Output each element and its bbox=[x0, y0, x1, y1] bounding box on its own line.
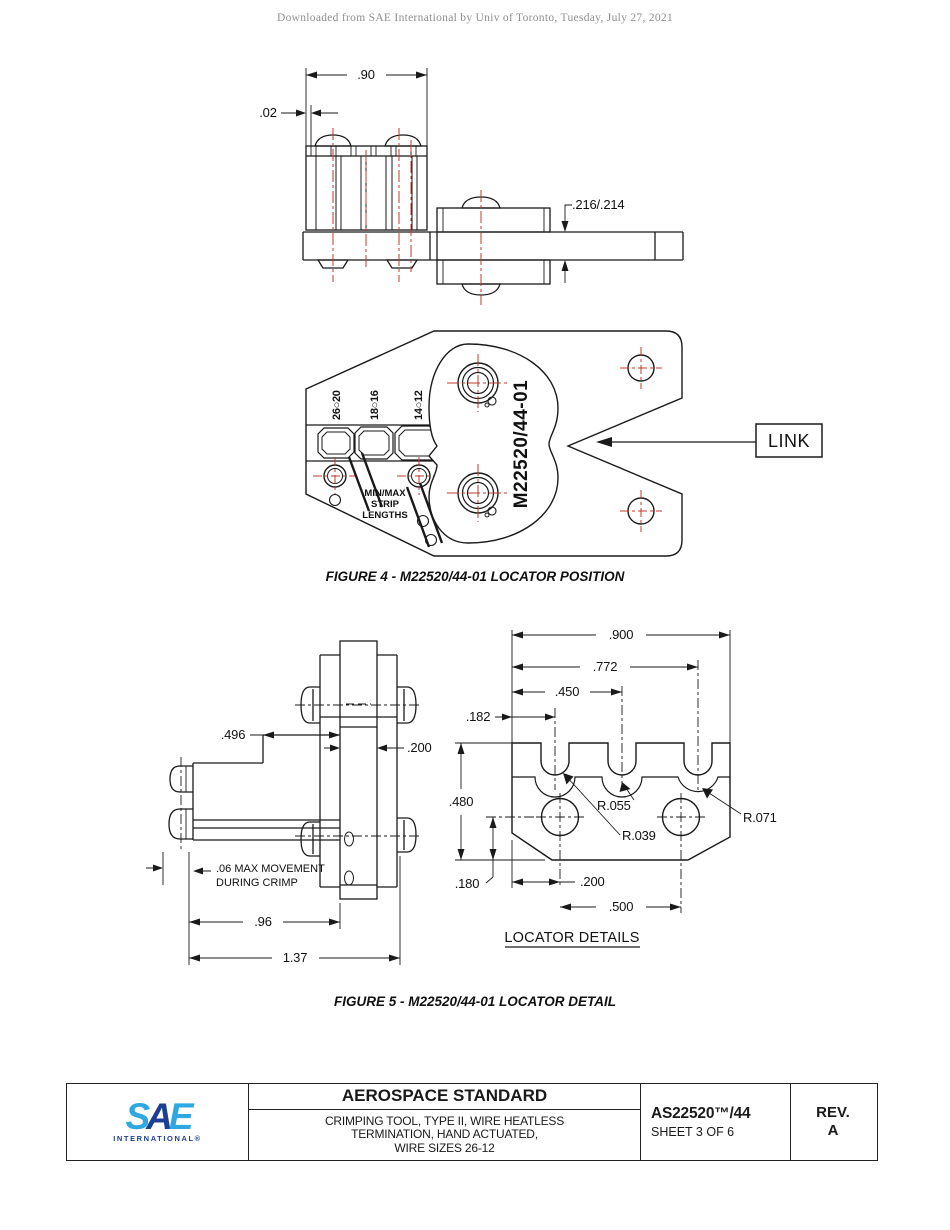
movement-note-line1: .06 MAX MOVEMENT bbox=[216, 863, 325, 875]
part-number-label: M22520/44-01 bbox=[511, 380, 532, 509]
figure4-caption: FIGURE 4 - M22520/44-01 LOCATOR POSITION bbox=[325, 569, 625, 584]
dim-137-label: 1.37 bbox=[283, 950, 308, 965]
figure5-caption: FIGURE 5 - M22520/44-01 LOCATOR DETAIL bbox=[333, 994, 617, 1009]
sae-logo-letter-a: A bbox=[146, 1095, 173, 1137]
sheet-number: SHEET 3 OF 6 bbox=[651, 1125, 735, 1139]
centerlines-red bbox=[332, 128, 482, 305]
document-number-cell: AS22520™/44 SHEET 3 OF 6 bbox=[640, 1084, 790, 1160]
subtitle-line2: TERMINATION, HAND ACTUATED, bbox=[351, 1127, 538, 1142]
die-label-26-20: 26○20 bbox=[331, 390, 343, 420]
document-number: AS22520™/44 bbox=[651, 1105, 751, 1122]
subtitle-line3: WIRE SIZES 26-12 bbox=[394, 1140, 495, 1155]
dim-96-label: .96 bbox=[254, 914, 271, 929]
die-label-14-12: 14○12 bbox=[413, 390, 425, 420]
dim-216-214-label: .216/.214 bbox=[572, 197, 624, 212]
download-watermark: Downloaded from SAE International by Uni… bbox=[276, 12, 674, 24]
title-block-table: SAE INTERNATIONAL® AEROSPACE STANDARD CR… bbox=[66, 1083, 878, 1161]
dim-900-label: .900 bbox=[609, 627, 634, 642]
standard-title: AEROSPACE STANDARD bbox=[249, 1084, 640, 1110]
figure4-position-drawing: 26○20 18○16 14○12 MIN/MAX STRIP LENGTHS bbox=[305, 330, 823, 557]
dim-200-detail-label: .200 bbox=[580, 874, 605, 889]
dim-02-label: .02 bbox=[259, 105, 276, 120]
figure5-detail-drawing: .900 .772 .450 .182 .480 .180 .200 bbox=[449, 627, 777, 948]
die-label-18-16: 18○16 bbox=[369, 390, 381, 420]
strip-note-line2: STRIP bbox=[371, 499, 400, 510]
sae-logo-cell: SAE INTERNATIONAL® bbox=[67, 1084, 248, 1160]
standard-subtitle: CRIMPING TOOL, TYPE II, WIRE HEATLESS TE… bbox=[249, 1110, 640, 1160]
dim-90-label: .90 bbox=[357, 67, 374, 82]
figure4-side-view-drawing: .90 .02 bbox=[259, 67, 684, 305]
dim-500-label: .500 bbox=[609, 899, 634, 914]
rad-039-label: R.039 bbox=[622, 828, 656, 843]
movement-note-line2: DURING CRIMP bbox=[216, 877, 298, 889]
sae-logo-subtext: INTERNATIONAL® bbox=[113, 1133, 202, 1143]
revision-cell: REV. A bbox=[790, 1084, 875, 1160]
strip-note-line3: LENGTHS bbox=[362, 510, 407, 521]
sae-logo-letter-e: E bbox=[168, 1095, 194, 1137]
dim-480-label: .480 bbox=[449, 794, 474, 809]
figure5-side-view-drawing: .496 .200 .06 MAX MOVEMENT DURING CRIMP … bbox=[146, 640, 432, 965]
rad-055-label: R.055 bbox=[597, 798, 631, 813]
locator-details-title: LOCATOR DETAILS bbox=[504, 930, 639, 946]
revision-value: A bbox=[827, 1122, 839, 1139]
sae-logo-letter-s: S bbox=[125, 1095, 150, 1137]
standard-title-cell: AEROSPACE STANDARD CRIMPING TOOL, TYPE I… bbox=[248, 1084, 640, 1160]
subtitle-line1: CRIMPING TOOL, TYPE II, WIRE HEATLESS bbox=[324, 1113, 565, 1128]
dim-450-label: .450 bbox=[555, 684, 580, 699]
dim-200-side-label: .200 bbox=[407, 740, 432, 755]
revision-label: REV. bbox=[816, 1104, 850, 1121]
dim-772-label: .772 bbox=[593, 659, 618, 674]
dim-496-label: .496 bbox=[221, 727, 246, 742]
dim-180-label: .180 bbox=[455, 876, 480, 891]
sae-logo: SAE bbox=[125, 1098, 193, 1135]
link-label: LINK bbox=[768, 431, 810, 451]
dim-182-label: .182 bbox=[466, 709, 491, 724]
rad-071-label: R.071 bbox=[743, 810, 777, 825]
strip-note-line1: MIN/MAX bbox=[364, 488, 406, 499]
